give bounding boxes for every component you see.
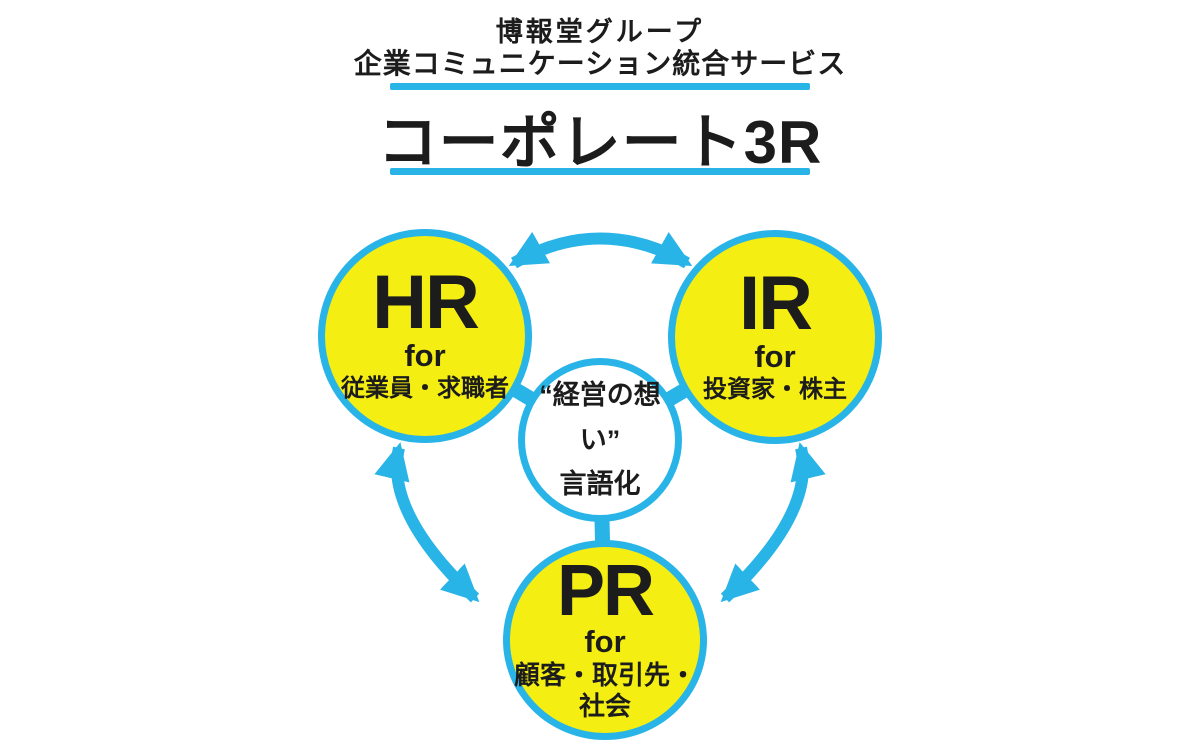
pr-abbr: PR: [556, 550, 655, 631]
center-hub-line-2: 言語化: [559, 469, 641, 500]
ir-pr-double-arrow: [720, 442, 826, 603]
hr-for-label: for: [404, 338, 446, 374]
header-group-line: 博報堂グループ: [495, 17, 705, 47]
title-divider-bottom: [390, 168, 810, 175]
hr-node: HR for 従業員・求職者: [318, 229, 532, 443]
ir-audience: 投資家・株主: [703, 375, 847, 403]
ir-for-label: for: [754, 339, 796, 375]
pr-for-label: for: [584, 624, 626, 660]
ir-abbr: IR: [739, 261, 813, 347]
header-service-line: 企業コミュニケーション統合サービス: [353, 48, 847, 79]
center-hub: “経営の想い” 言語化: [518, 358, 682, 522]
hr-abbr: HR: [372, 260, 480, 346]
center-hub-line-1: “経営の想い”: [539, 380, 661, 455]
hr-ir-double-arrow: [508, 231, 693, 269]
hr-audience: 従業員・求職者: [341, 374, 509, 402]
title-divider-top: [390, 83, 810, 90]
page-title: コーポレート3R: [377, 109, 823, 176]
pr-node: PR for 顧客・取引先・ 社会: [503, 540, 707, 740]
hr-pr-double-arrow: [374, 442, 480, 603]
ir-node: IR for 投資家・株主: [668, 230, 882, 444]
pr-audience-line-1: 顧客・取引先・: [513, 659, 696, 690]
pr-audience-line-2: 社会: [578, 690, 631, 721]
